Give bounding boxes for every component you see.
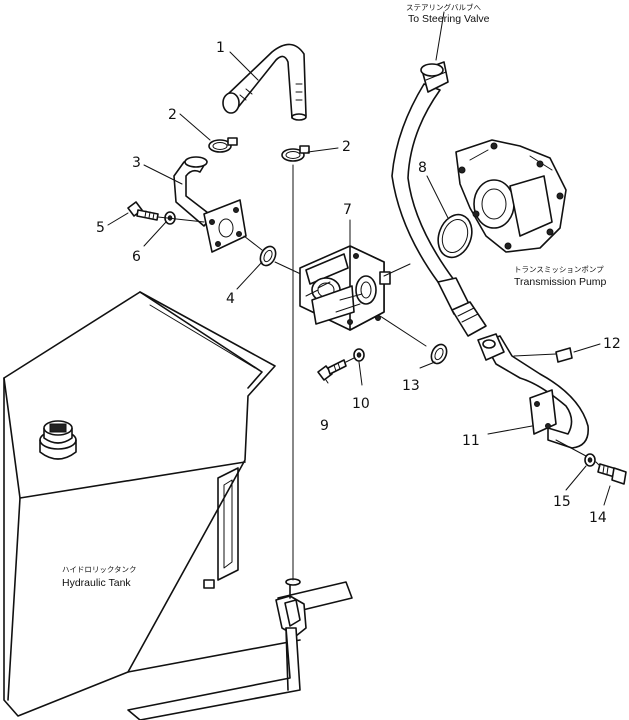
transmission-pump: [455, 139, 567, 253]
assembly-line-5: [157, 216, 205, 223]
steering-hose: [391, 61, 487, 337]
callout-4: 4: [226, 291, 235, 307]
suction-pipe: [127, 578, 353, 720]
callout-numbers: 1 2 2 3 5 6 4 7 8 9 10 13 11 12 14 15: [96, 40, 621, 526]
plug-12: [513, 347, 573, 363]
tube-11: [477, 333, 589, 449]
callout-5: 5: [96, 220, 105, 236]
callout-3: 3: [132, 155, 141, 171]
washer-15: [584, 453, 596, 467]
text-labels: ステアリングバルブへ To Steering Valve トランスミッションポン…: [62, 2, 607, 589]
bolt-9: [317, 359, 347, 381]
callout-9: 9: [320, 418, 329, 434]
hose-1: [222, 43, 307, 121]
o-ring-8: [437, 213, 473, 259]
bolt-14: [597, 463, 627, 485]
leader-steering: [435, 11, 445, 61]
steering-valve-label-jp: ステアリングバルブへ: [406, 2, 481, 12]
hose-clamp-2b: [281, 145, 310, 162]
hydraulic-pump-7: [299, 245, 391, 331]
transmission-pump-label-jp: トランスミッションポンプ: [514, 265, 604, 274]
callout-7: 7: [343, 202, 352, 218]
washer-10: [353, 348, 365, 362]
assembly-line-9: [345, 357, 355, 363]
transmission-pump-label: Transmission Pump: [514, 276, 607, 288]
callout-10: 10: [352, 396, 370, 412]
steering-valve-label: To Steering Valve: [408, 13, 490, 25]
assembly-line-14: [555, 439, 601, 467]
callout-13: 13: [402, 378, 420, 394]
assembly-line-pump: [379, 263, 427, 347]
o-ring-4: [259, 245, 277, 267]
callout-12: 12: [603, 336, 621, 352]
callout-6: 6: [132, 249, 141, 265]
hydraulic-tank-label-jp: ハイドロリックタンク: [62, 565, 137, 574]
hydraulic-tank-label: Hydraulic Tank: [62, 577, 131, 589]
callout-14: 14: [589, 510, 607, 526]
o-ring-13: [430, 343, 448, 365]
leader-lines: [107, 51, 611, 506]
elbow-3: [173, 156, 247, 253]
tank-cap: [39, 420, 77, 460]
callout-11: 11: [462, 433, 480, 449]
callout-2-right: 2: [342, 139, 351, 155]
hydraulic-tank: [3, 291, 301, 717]
callout-8: 8: [418, 160, 427, 176]
callout-15: 15: [553, 494, 571, 510]
callout-2-left: 2: [168, 107, 177, 123]
callout-1: 1: [216, 40, 225, 56]
bolt-5: [127, 201, 159, 221]
hose-clamp-2a: [208, 137, 238, 153]
